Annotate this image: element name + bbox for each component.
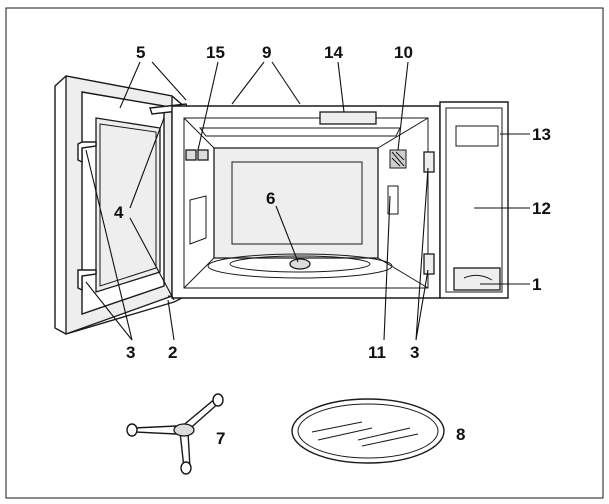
callout-12: 12 [532,199,551,218]
interlock-switch-top [423,151,435,173]
callout-3-left: 3 [126,343,135,362]
figure-frame [5,7,604,499]
callout-13: 13 [532,125,551,144]
leader-lines [85,61,530,341]
door-latch-top [77,141,97,164]
callout-7: 7 [216,429,225,448]
callout-labels: 5 15 9 14 10 13 12 1 4 6 3 2 11 3 7 8 [114,43,551,448]
glass-tray [291,398,445,464]
interlock-switch-bottom [423,253,435,275]
door-latch-bottom [77,269,97,292]
coupler-shaft [289,258,311,270]
callout-2: 2 [168,343,177,362]
top-plate [319,111,377,125]
oven-body [171,101,509,299]
roller-guide [126,393,224,475]
door-release-button [453,267,501,291]
callout-9: 9 [262,43,271,62]
roller-ring-in-cavity [207,253,393,279]
callout-8: 8 [456,425,465,444]
callout-5: 5 [136,43,145,62]
callout-1: 1 [532,275,541,294]
callout-3-right: 3 [410,343,419,362]
display-window [455,125,499,147]
callout-11: 11 [368,343,386,362]
callout-6: 6 [266,189,275,208]
callout-10: 10 [394,43,413,62]
callout-15: 15 [206,43,225,62]
waveguide-vent [389,149,407,169]
control-panel [439,101,509,299]
callout-4: 4 [114,203,124,222]
oven-light [185,149,197,161]
callout-14: 14 [324,43,343,62]
